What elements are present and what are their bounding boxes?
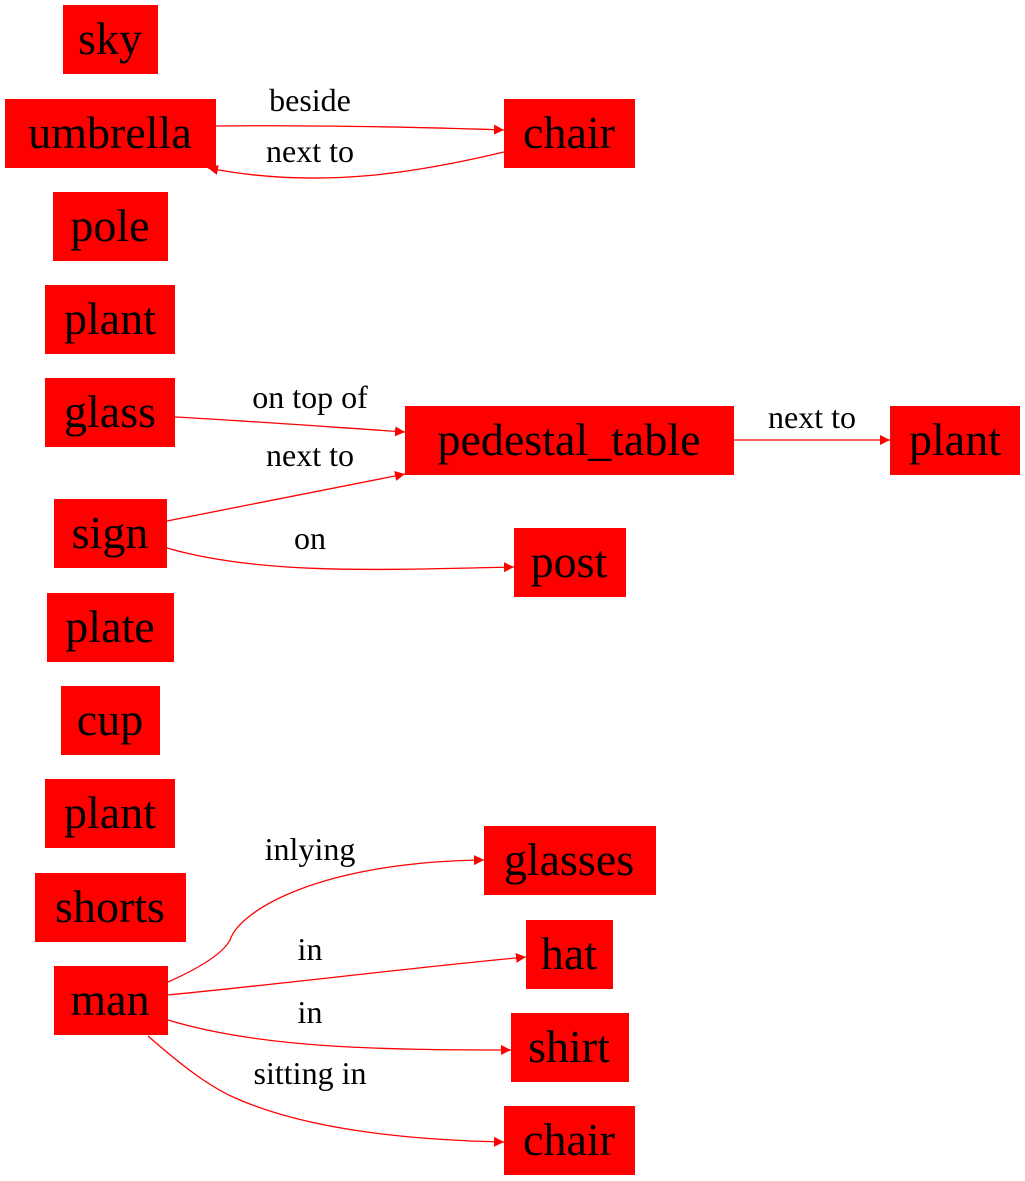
node-hat: hat (526, 920, 613, 989)
node-label: plant (909, 414, 1001, 465)
node-glasses: glasses (484, 826, 656, 895)
edge-label: sitting in (254, 1055, 367, 1091)
node-label: plate (65, 601, 154, 652)
node-label: shorts (55, 881, 165, 932)
node-label: sky (78, 13, 142, 64)
edge-label: next to (768, 399, 856, 435)
node-label: cup (77, 694, 143, 745)
node-label: pole (70, 200, 149, 251)
edge-label: in (298, 931, 323, 967)
node-chair-bottom: chair (504, 1106, 635, 1175)
node-man: man (54, 966, 168, 1035)
edge-label: next to (266, 437, 354, 473)
node-post: post (514, 528, 626, 597)
node-sign: sign (54, 499, 167, 568)
edge-man-in-hat: in (167, 931, 527, 996)
edge-label: in (298, 994, 323, 1030)
node-label: umbrella (28, 107, 192, 158)
node-label: post (531, 536, 608, 587)
node-cup: cup (61, 686, 160, 755)
node-label: man (70, 974, 149, 1025)
node-plant-2: plant (45, 779, 175, 848)
edge-man-sitting-in-chair: sitting in (147, 1035, 505, 1147)
edge-chair-next-to-umbrella: next to (207, 133, 505, 179)
edge-umbrella-beside-chair: beside (215, 82, 505, 135)
edge-man-in-shirt: in (167, 994, 512, 1055)
edge-label: on (294, 520, 326, 556)
node-shorts: shorts (35, 873, 186, 942)
node-umbrella: umbrella (5, 99, 216, 168)
node-label: glasses (504, 834, 634, 885)
node-label: chair (523, 1114, 615, 1165)
edge-label: beside (269, 82, 351, 118)
node-glass: glass (45, 378, 175, 447)
node-plate: plate (47, 593, 174, 662)
node-label: glass (64, 386, 156, 437)
edge-label: next to (266, 133, 354, 169)
node-shirt: shirt (511, 1013, 629, 1082)
node-chair-top: chair (504, 99, 635, 168)
node-label: chair (523, 107, 615, 158)
edge-pedestal-table-next-to-plant: next to (734, 399, 890, 445)
node-plant-1: plant (45, 285, 175, 354)
node-plant-right: plant (890, 406, 1020, 475)
node-label: plant (64, 787, 156, 838)
node-sky: sky (63, 5, 158, 74)
node-label: hat (541, 928, 597, 979)
edge-man-inlying-glasses: inlying (167, 831, 485, 983)
edge-glass-on-top-of-pedestal-table: on top of (174, 379, 406, 437)
edge-label: on top of (252, 379, 368, 415)
node-label: sign (72, 507, 149, 558)
edge-sign-on-post: on (166, 520, 515, 573)
node-label: plant (64, 293, 156, 344)
node-pedestal-table: pedestal_table (405, 406, 734, 475)
node-label: shirt (528, 1021, 610, 1072)
edge-label: inlying (265, 831, 356, 867)
node-label: pedestal_table (437, 414, 700, 465)
node-pole: pole (53, 192, 168, 261)
edge-sign-next-to-pedestal-table: next to (166, 437, 406, 522)
